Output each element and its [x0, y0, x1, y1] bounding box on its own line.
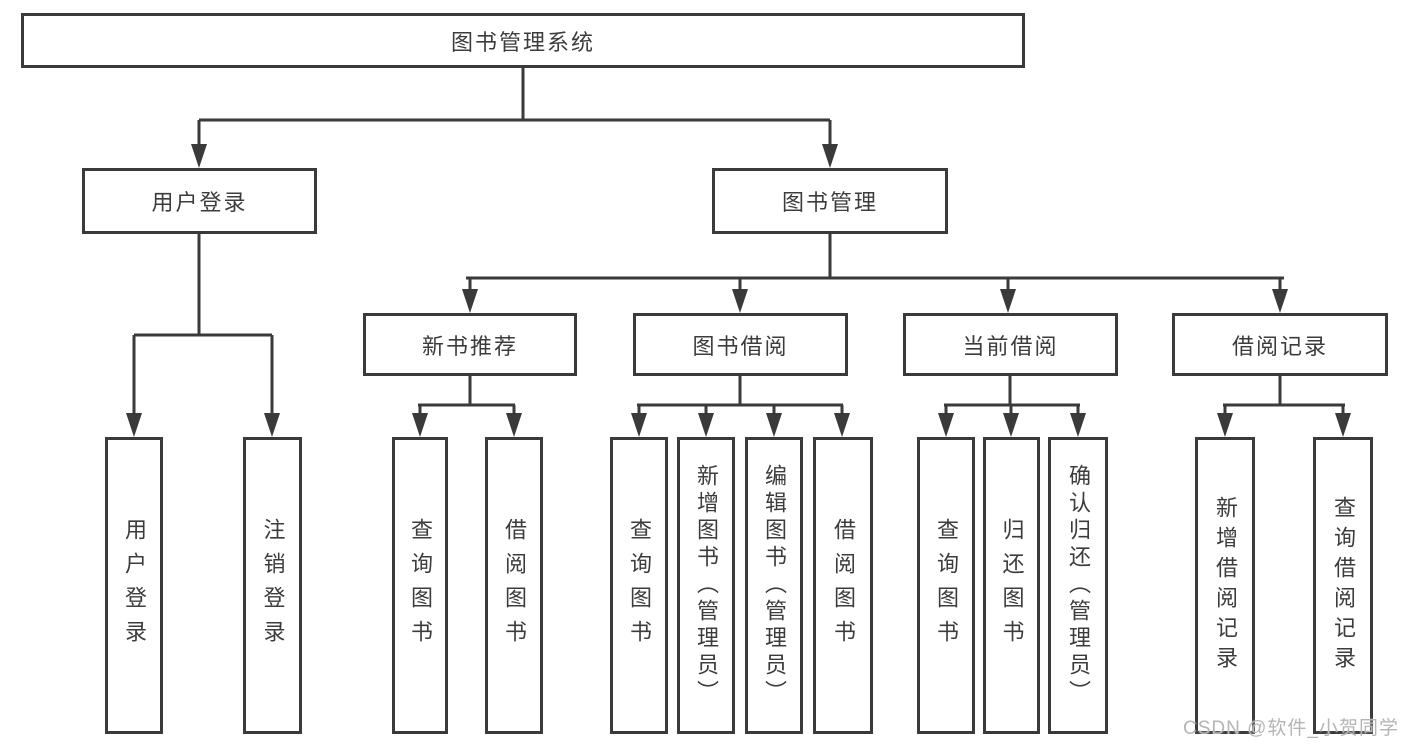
node-book-management-label: 图书管理	[781, 190, 878, 215]
node-book-borrow: 图书借阅	[633, 313, 848, 376]
node-current-borrow-label: 当前借阅	[962, 333, 1059, 359]
leaf-cb-query-book: 查询图书	[917, 437, 975, 734]
watermark: CSDN @软件_小贺同学	[1183, 718, 1399, 739]
leaf-cb-return-book: 归还图书	[983, 437, 1040, 734]
leaf-cb-confirm-return-admin: 确认归还（管理员）	[1048, 437, 1108, 734]
leaf-bb-add-book-admin: 新增图书（管理员）	[677, 437, 735, 734]
node-user-login: 用户登录	[82, 168, 317, 234]
node-borrow-record: 借阅记录	[1172, 313, 1388, 376]
leaf-bb-edit-book-admin: 编辑图书（管理员）	[745, 437, 803, 734]
leaf-logout: 注销登录	[243, 437, 302, 734]
leaf-rec-borrow-book: 借阅图书	[485, 437, 543, 734]
leaf-bb-borrow-book: 借阅图书	[813, 437, 873, 734]
node-root-system: 图书管理系统	[21, 13, 1025, 68]
node-new-book-recommend-label: 新书推荐	[421, 333, 518, 359]
node-user-login-label: 用户登录	[151, 190, 248, 215]
node-current-borrow: 当前借阅	[903, 313, 1118, 376]
leaf-bb-query-book: 查询图书	[610, 437, 668, 734]
leaf-br-query-record: 查询借阅记录	[1313, 437, 1373, 734]
node-book-borrow-label: 图书借阅	[692, 333, 789, 359]
node-new-book-recommend: 新书推荐	[363, 313, 577, 376]
leaf-user-login: 用户登录	[105, 437, 163, 734]
node-borrow-record-label: 借阅记录	[1231, 333, 1328, 359]
leaf-br-add-record: 新增借阅记录	[1195, 437, 1255, 734]
leaf-rec-query-book: 查询图书	[392, 437, 448, 734]
node-book-management: 图书管理	[712, 168, 948, 234]
node-root-label: 图书管理系统	[450, 29, 595, 55]
